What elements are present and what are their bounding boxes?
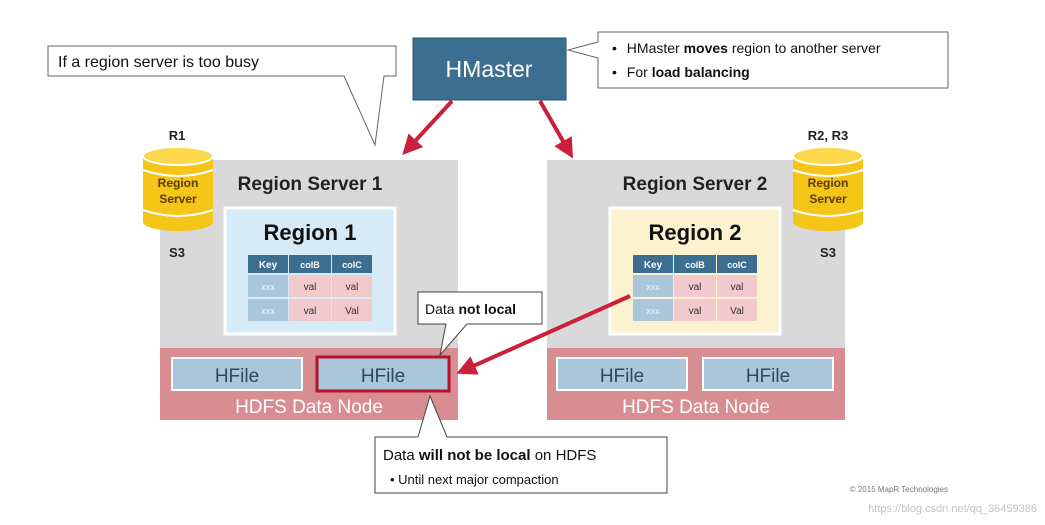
- table-cell: [633, 275, 673, 297]
- db-1-bottom-label: S3: [169, 245, 185, 260]
- db-1-top-label: R1: [169, 128, 186, 143]
- table-cell-key: xxx: [261, 282, 275, 292]
- table-cell: [248, 275, 288, 297]
- table-header-cell: [717, 255, 757, 273]
- region-1-title: Region 1: [264, 220, 357, 245]
- db-1-label-line2: Server: [159, 192, 197, 206]
- callout-data-not-local: Data not local: [417, 291, 543, 357]
- region-1-table: Key colB colC xxx val val xxx val Val: [248, 255, 372, 321]
- table-header-key: Key: [259, 260, 278, 271]
- table-header-cell: [289, 255, 331, 273]
- table-header-cell: [248, 255, 288, 273]
- region-server-1-title: Region Server 1: [238, 174, 383, 195]
- table-cell: [289, 275, 331, 297]
- region-server-1-database-icon: R1 Region Server S3: [142, 128, 214, 260]
- hfile-2b-label: HFile: [746, 366, 790, 387]
- table-cell: [289, 299, 331, 321]
- hfile-1b-highlighted: [315, 355, 451, 393]
- table-header-colb: colB: [300, 260, 320, 270]
- db-2-top-label: R2, R3: [808, 128, 848, 143]
- callout-will-post: on HDFS: [531, 447, 597, 464]
- table-header-colc: colC: [727, 260, 747, 270]
- bullet: •: [612, 40, 617, 56]
- region-2-table: Key colB colC xxx val val xxx val Val: [633, 255, 757, 321]
- hfile-2a-label: HFile: [600, 366, 644, 387]
- svg-text:Data will not be local on HDFS: Data will not be local on HDFS: [383, 447, 596, 464]
- region-server-1: Region Server 1 Region 1 Key colB colC x…: [160, 160, 458, 420]
- table-cell-key: xxx: [646, 306, 660, 316]
- callout-load-balancing: • HMaster moves region to another server…: [566, 31, 949, 89]
- table-header-cell: [332, 255, 372, 273]
- db-2-bottom-label: S3: [820, 245, 836, 260]
- svg-text:• For load balancing: • For load balancing: [612, 64, 750, 80]
- table-cell: [674, 299, 716, 321]
- arrow-region2-to-hfile: [456, 294, 631, 375]
- table-header-cell: [633, 255, 673, 273]
- callout-will-pre: Data: [383, 447, 419, 464]
- arrow-hmaster-to-server1: [402, 99, 454, 155]
- svg-text:Data not local: Data not local: [425, 301, 516, 317]
- region-server-2-database-icon: R2, R3 Region Server S3: [792, 128, 864, 260]
- copyright-text: © 2015 MapR Technologies: [850, 485, 948, 494]
- callout-moves-bold: moves: [684, 40, 729, 56]
- arrow-hmaster-to-server2: [538, 100, 573, 159]
- table-header-key: Key: [644, 260, 663, 271]
- table-cell: [332, 299, 372, 321]
- table-cell: [674, 275, 716, 297]
- callout-will-not-be-local: Data will not be local on HDFS • Until n…: [374, 394, 668, 494]
- table-cell: [717, 299, 757, 321]
- hfile-1a-label: HFile: [215, 366, 259, 387]
- hmaster-label: HMaster: [446, 56, 533, 82]
- callout-will-bold: will not be local: [418, 447, 531, 464]
- callout-moves-pre: HMaster: [627, 40, 684, 56]
- callout-not-local-pre: Data: [425, 301, 458, 317]
- region-server-2-title: Region Server 2: [623, 174, 768, 195]
- table-cell: val: [346, 282, 359, 293]
- table-header-cell: [674, 255, 716, 273]
- table-cell: val: [689, 306, 702, 317]
- table-cell: val: [304, 282, 317, 293]
- callout-moves-post: region to another server: [728, 40, 881, 56]
- hfile-2a: [556, 357, 688, 391]
- hfile-1b-label: HFile: [361, 366, 405, 387]
- table-cell: [633, 299, 673, 321]
- db-2-label-line1: Region: [808, 176, 849, 190]
- table-cell: val: [689, 282, 702, 293]
- callout-busy-text: If a region server is too busy: [58, 54, 259, 71]
- region-server-2: Region Server 2 Region 2 Key colB colC x…: [547, 160, 845, 420]
- hfile-1a: [171, 357, 303, 391]
- table-cell: [717, 275, 757, 297]
- svg-text:• HMaster moves region t: • HMaster moves region to another server: [612, 40, 881, 56]
- table-cell-key: xxx: [646, 282, 660, 292]
- callout-lb-pre: For: [627, 64, 652, 80]
- table-header-colb: colB: [685, 260, 705, 270]
- table-cell: Val: [730, 306, 744, 317]
- table-cell-key: xxx: [261, 306, 275, 316]
- bullet: •: [612, 64, 617, 80]
- table-cell: val: [731, 282, 744, 293]
- db-1-label-line1: Region: [158, 176, 199, 190]
- table-header-colc: colC: [342, 260, 362, 270]
- table-cell: [332, 275, 372, 297]
- hdfs-data-node-1-label: HDFS Data Node: [235, 397, 383, 418]
- table-cell: Val: [345, 306, 359, 317]
- table-cell: [248, 299, 288, 321]
- hdfs-data-node-2-label: HDFS Data Node: [622, 397, 770, 418]
- watermark-text: https://blog.csdn.net/qq_36459386: [868, 503, 1037, 515]
- callout-not-local-bold: not local: [458, 301, 516, 317]
- hmaster-box: [412, 37, 567, 101]
- callout-busy: If a region server is too busy: [47, 45, 397, 147]
- callout-until-text: • Until next major compaction: [390, 472, 559, 487]
- table-cell: val: [304, 306, 317, 317]
- callout-lb-bold: load balancing: [652, 64, 750, 80]
- db-2-label-line2: Server: [809, 192, 847, 206]
- hfile-2b: [702, 357, 834, 391]
- region-2-title: Region 2: [649, 220, 742, 245]
